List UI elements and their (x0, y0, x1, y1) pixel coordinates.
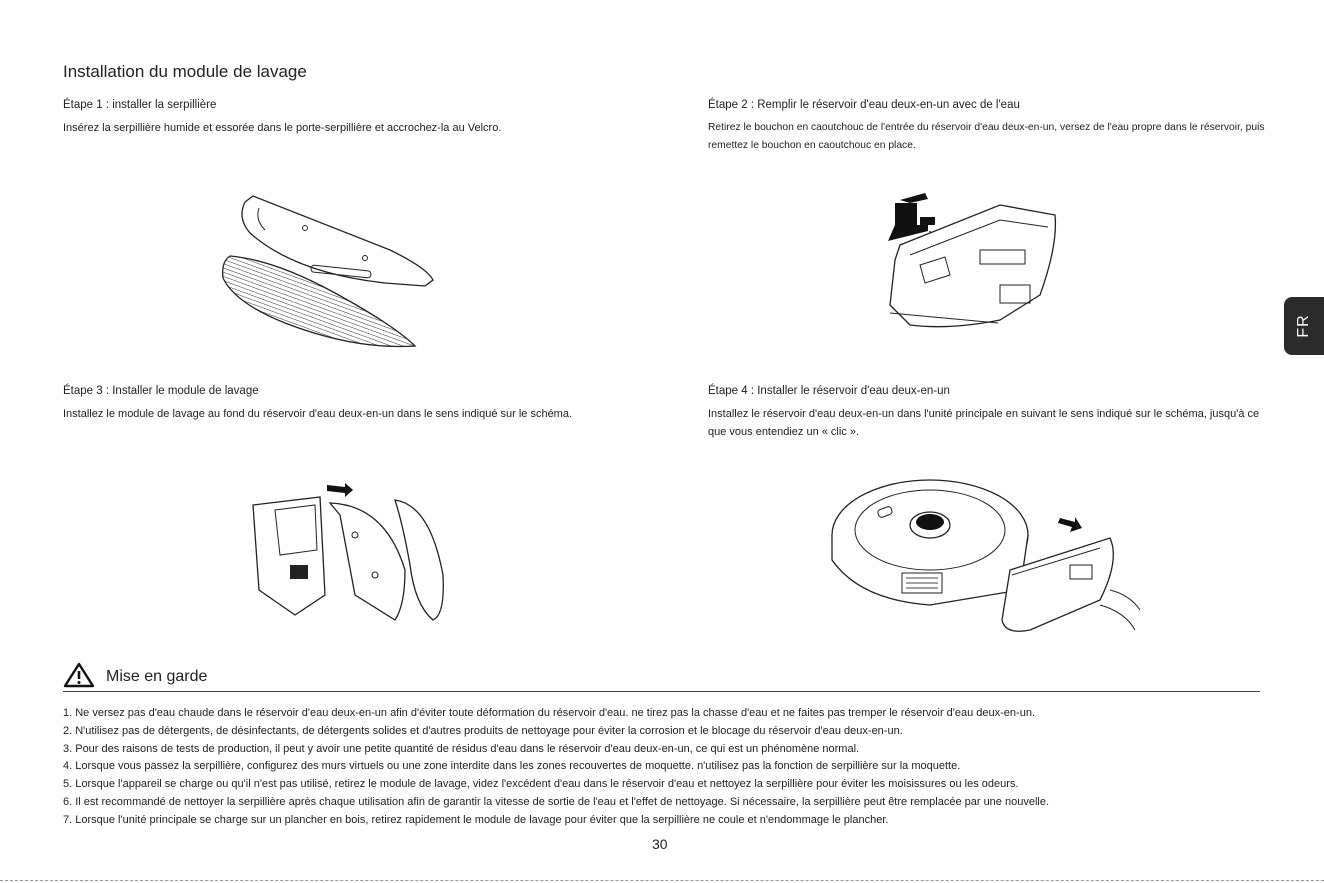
step-4-text: Installez le réservoir d'eau deux-en-un … (708, 408, 1260, 438)
warning-item: 6. Il est recommandé de nettoyer la serp… (63, 795, 1050, 808)
warning-item: 1. Ne versez pas d'eau chaude dans le ré… (63, 707, 1035, 719)
warning-item: 5. Lorsque l'appareil se charge ou qu'il… (63, 778, 1019, 791)
warning-triangle-icon (63, 662, 95, 688)
step-1-title: Étape 1 : installer la serpillière (63, 99, 217, 111)
warning-item: 2. N'utilisez pas de détergents, de dési… (63, 724, 903, 737)
page-number: 30 (652, 836, 668, 852)
step-2-text: Retirez le bouchon en caoutchouc de l'en… (708, 122, 1265, 151)
water-tank-fill-illustration (888, 193, 1057, 328)
language-tab-label: FR (1295, 314, 1312, 338)
page-title: Installation du module de lavage (63, 62, 307, 81)
warning-item: 7. Lorsque l'unité principale se charge … (63, 813, 889, 826)
step-1-text: Insérez la serpillière humide et essorée… (63, 122, 502, 134)
page-bottom-divider (0, 880, 1324, 881)
step-3-text: Installez le module de lavage au fond du… (63, 408, 573, 420)
warning-title: Mise en garde (106, 668, 208, 685)
warning-item: 4. Lorsque vous passez la serpillière, c… (63, 760, 961, 773)
robot-tank-insert-illustration (831, 479, 1141, 632)
step-2-title: Étape 2 : Remplir le réservoir d'eau deu… (708, 99, 1020, 111)
warning-item: 3. Pour des raisons de tests de producti… (63, 742, 860, 755)
mop-illustration (222, 195, 434, 348)
language-tab: FR (1284, 297, 1324, 355)
warning-list: 1. Ne versez pas d'eau chaude dans le ré… (63, 705, 1273, 830)
warning-divider (63, 691, 1260, 692)
step-4-title: Étape 4 : Installer le réservoir d'eau d… (708, 385, 950, 397)
step-3-title: Étape 3 : Installer le module de lavage (63, 385, 259, 397)
mop-module-install-illustration (252, 483, 444, 621)
